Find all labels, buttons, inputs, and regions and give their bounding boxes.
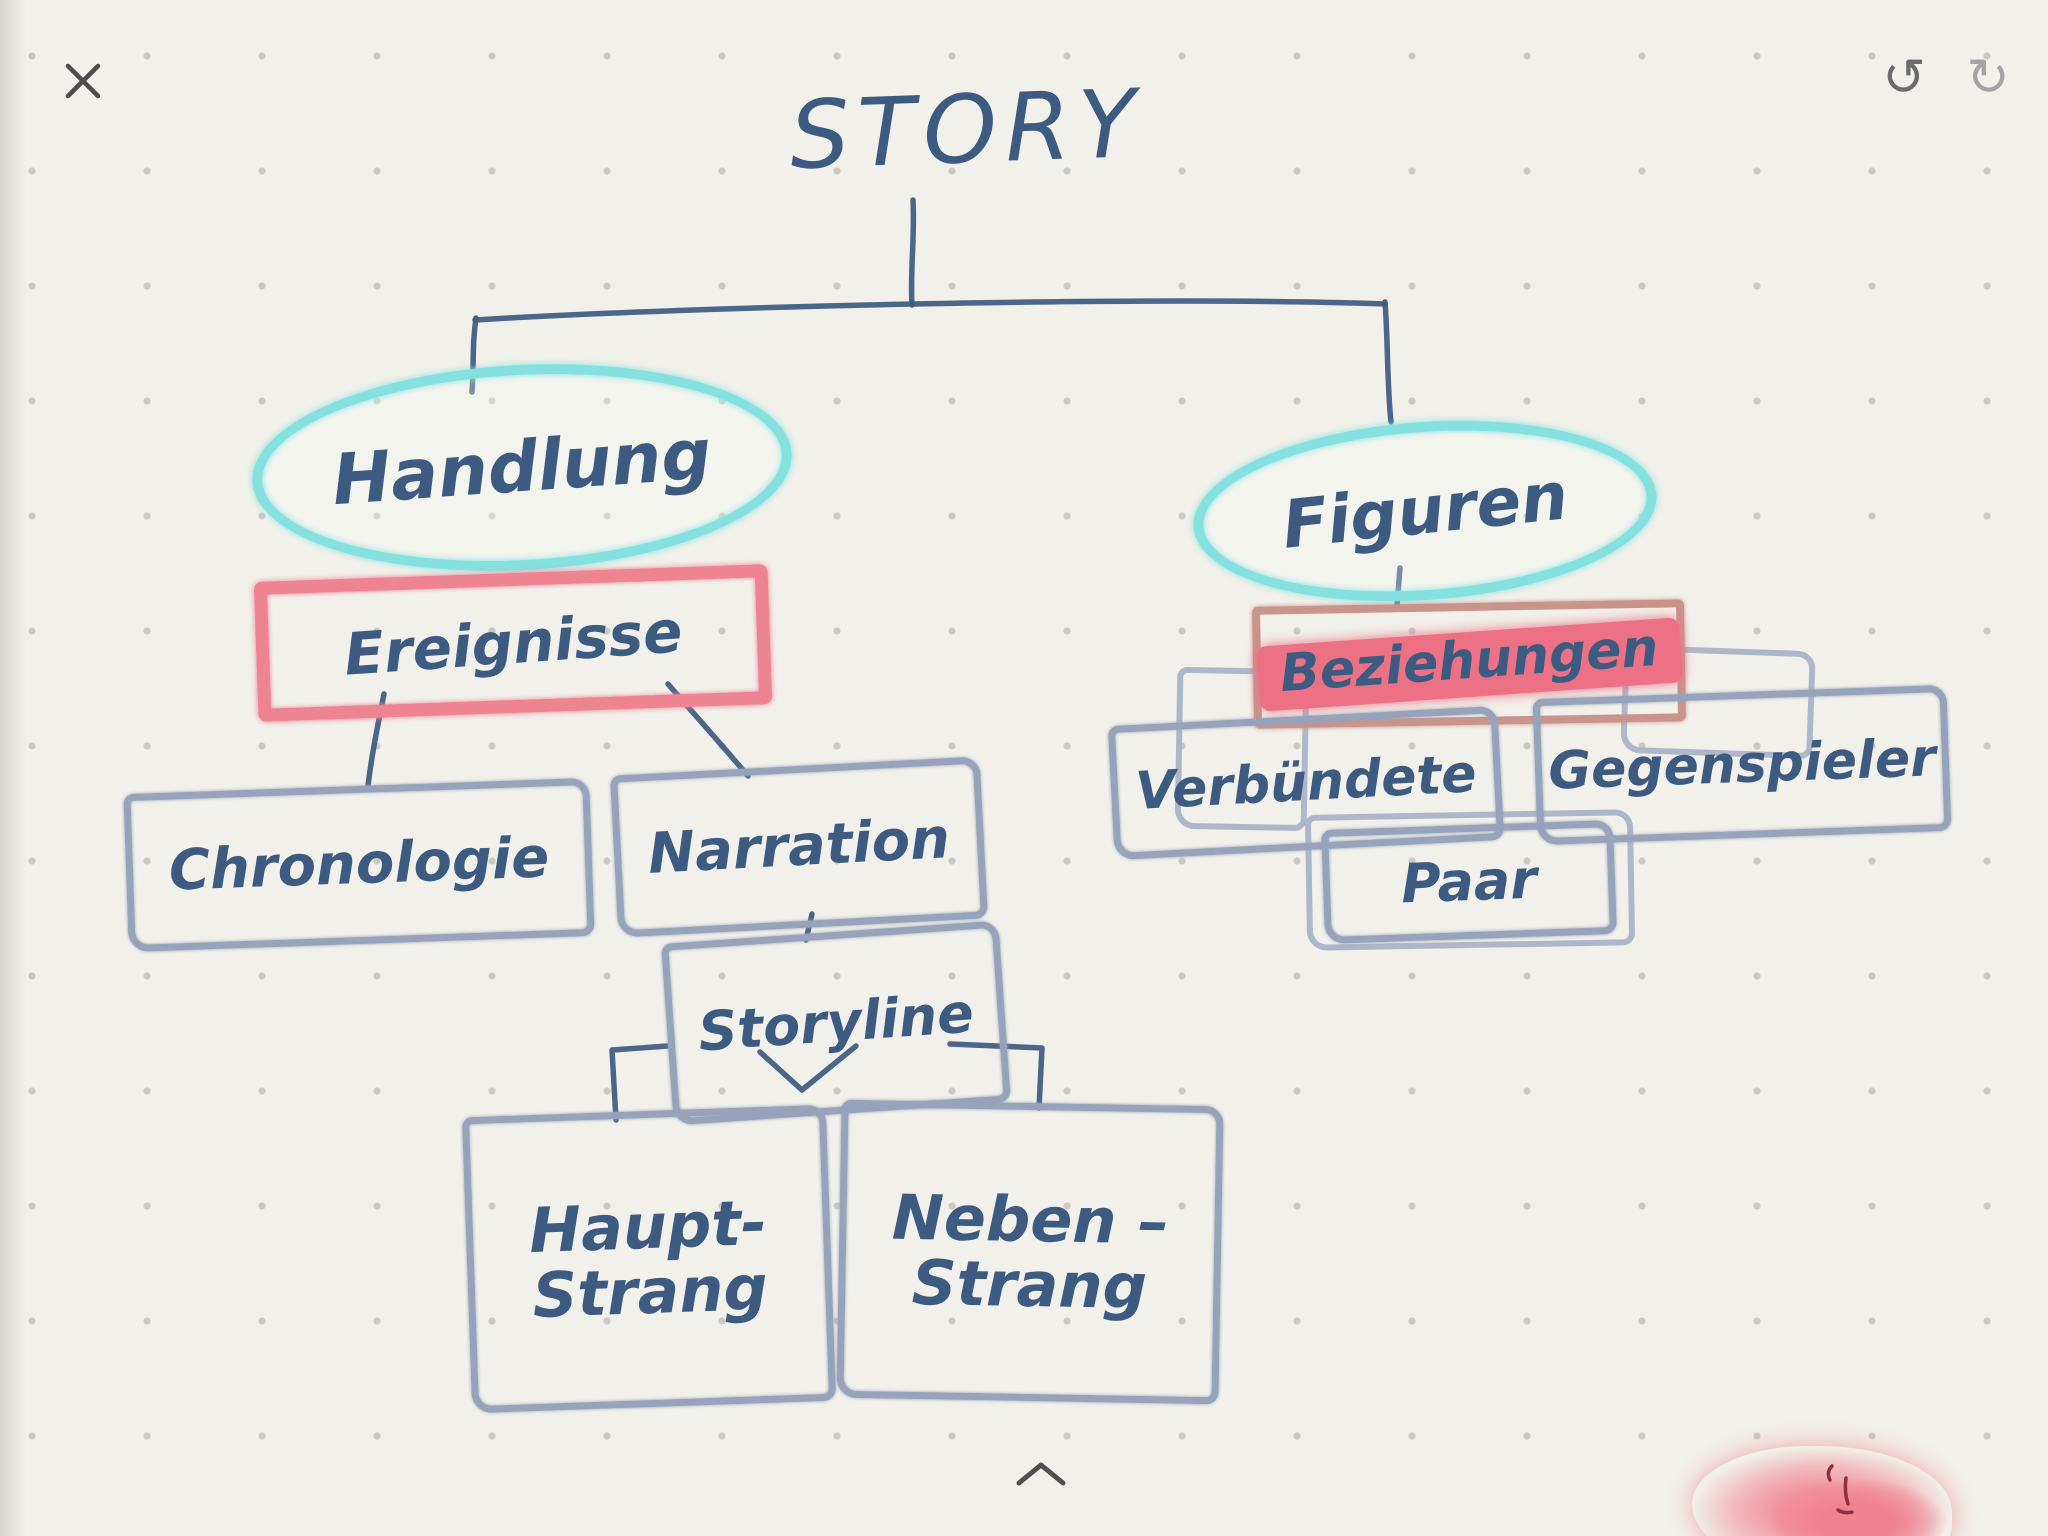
node-gegenspieler-label: Gegenspieler: [1547, 727, 1937, 802]
node-hauptstrang-box: Haupt- Strang: [461, 1104, 837, 1414]
connector-story-handlung: [469, 315, 479, 395]
undo-button[interactable]: ↺: [1872, 46, 1936, 110]
node-storyline-box: Storyline: [661, 920, 1011, 1126]
node-narration-label: Narration: [646, 805, 952, 887]
connector-story-stem: [908, 197, 917, 308]
node-nebenstrang-line2: Strang: [911, 1245, 1148, 1324]
connector-story-figuren: [1382, 299, 1394, 425]
connector-ereignisse-chronologie: [365, 691, 387, 789]
node-ereignisse-label: Ereignisse: [341, 596, 685, 689]
connector-ereignisse-narration: [665, 681, 751, 779]
close-icon: [65, 63, 101, 99]
connector-storyline-children-v: [757, 1043, 859, 1093]
redo-icon: ↻: [1966, 48, 2010, 108]
close-button[interactable]: [58, 56, 108, 106]
connector-storyline-neben: [947, 1041, 1045, 1111]
node-story: STORY: [788, 69, 1146, 192]
chevron-up-icon: [1016, 1462, 1066, 1486]
connector-bracket: [472, 298, 1388, 323]
node-narration-box: Narration: [610, 756, 988, 938]
node-paar-label: Paar: [1400, 847, 1538, 916]
node-nebenstrang-box: Neben – Strang: [836, 1099, 1224, 1405]
collapse-toolbar-button[interactable]: [1012, 1458, 1070, 1490]
page-edge-shadow: [0, 0, 28, 1536]
node-handlung-label: Handlung: [329, 412, 715, 521]
undo-icon: ↺: [1882, 48, 1926, 108]
connector-figuren-beziehungen: [1394, 565, 1403, 609]
node-hauptstrang-line2: Strang: [531, 1250, 769, 1333]
node-storyline-label: Storyline: [696, 981, 976, 1064]
node-nebenstrang-line1: Neben –: [891, 1180, 1170, 1259]
node-chronologie-box: Chronologie: [123, 777, 595, 953]
connector-storyline-haupt: [609, 1043, 671, 1123]
node-chronologie-label: Chronologie: [167, 824, 551, 904]
redo-button[interactable]: ↻: [1956, 46, 2020, 110]
node-ereignisse-box: Ereignisse: [253, 564, 773, 722]
node-figuren-label: Figuren: [1278, 457, 1572, 565]
connector-narration-storyline: [803, 911, 815, 943]
node-paar-box: Paar: [1321, 819, 1617, 945]
node-verbuendete-label: Verbündete: [1134, 743, 1478, 822]
